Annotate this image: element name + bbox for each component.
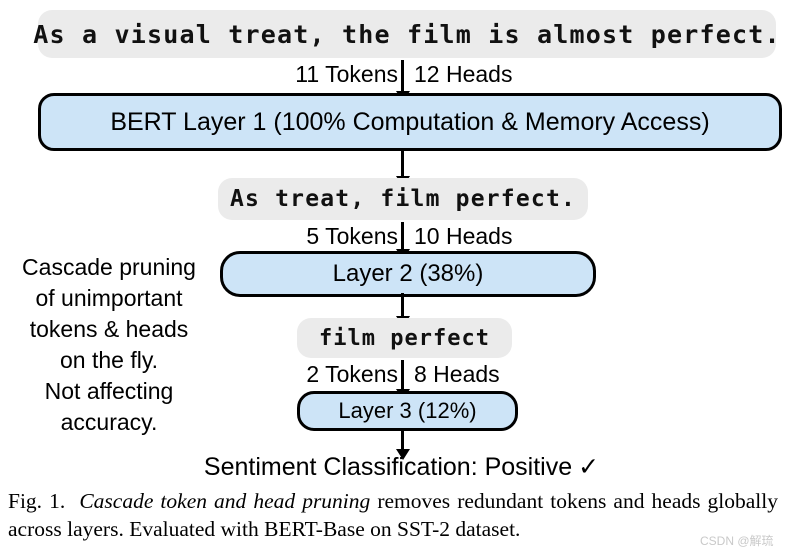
heads-count-2: 10 Heads — [414, 222, 513, 249]
token-strip-pruned-1: As treat, film perfect. — [218, 178, 588, 220]
cascade-note-line-5: Not affecting — [44, 378, 174, 404]
tokens-count-3: 2 Tokens — [306, 360, 398, 387]
figure-caption: Fig. 1. Cascade token and head pruning r… — [8, 487, 778, 543]
watermark: CSDN @解琉 — [700, 534, 774, 548]
token-strip-input: As a visual treat, the film is almost pe… — [33, 10, 780, 58]
heads-count-3: 8 Heads — [414, 360, 500, 387]
arrow-down-icon-6 — [401, 428, 404, 451]
annotation-row-3: 2 Tokens 8 Heads — [0, 360, 803, 388]
heads-count-1: 12 Heads — [414, 60, 513, 87]
cascade-note-line-4: on the fly. — [59, 347, 159, 373]
check-icon: ✓ — [578, 453, 600, 481]
layer-box-layer-3: Layer 3 (12%) — [297, 391, 518, 431]
caption-italic-term: Cascade token and head pruning — [79, 489, 371, 513]
arrow-down-icon-5 — [401, 360, 404, 391]
arrow-down-icon-2 — [401, 148, 404, 178]
sentiment-result-label: Sentiment Classification: Positive — [203, 453, 573, 481]
arrow-down-icon-3 — [401, 222, 404, 251]
arrow-down-icon-1 — [401, 60, 404, 93]
caption-rest: removes redundant tokens and heads globa… — [8, 489, 778, 541]
caption-prefix: Fig. 1. — [8, 489, 66, 513]
sentiment-result: Sentiment Classification: Positive✓ — [0, 452, 803, 482]
token-strip-pruned-2: film perfect — [297, 318, 512, 358]
annotation-row-1: 11 Tokens 12 Heads — [0, 60, 803, 88]
tokens-count-1: 11 Tokens — [295, 60, 398, 87]
cascade-note-line-3: tokens & heads — [29, 316, 189, 342]
arrow-down-icon-4 — [401, 293, 404, 318]
cascade-note-line-2: of unimportant — [35, 285, 183, 311]
annotation-row-2: 5 Tokens 10 Heads — [0, 222, 803, 250]
cascade-note-line-6: accuracy. — [60, 409, 158, 435]
tokens-count-2: 5 Tokens — [306, 222, 398, 249]
layer-box-bert-layer-1: BERT Layer 1 (100% Computation & Memory … — [38, 93, 782, 151]
cascade-pruning-note: Cascade pruning of unimportant tokens & … — [2, 252, 216, 438]
cascade-note-line-1: Cascade pruning — [22, 254, 196, 280]
layer-box-layer-2: Layer 2 (38%) — [220, 251, 596, 297]
